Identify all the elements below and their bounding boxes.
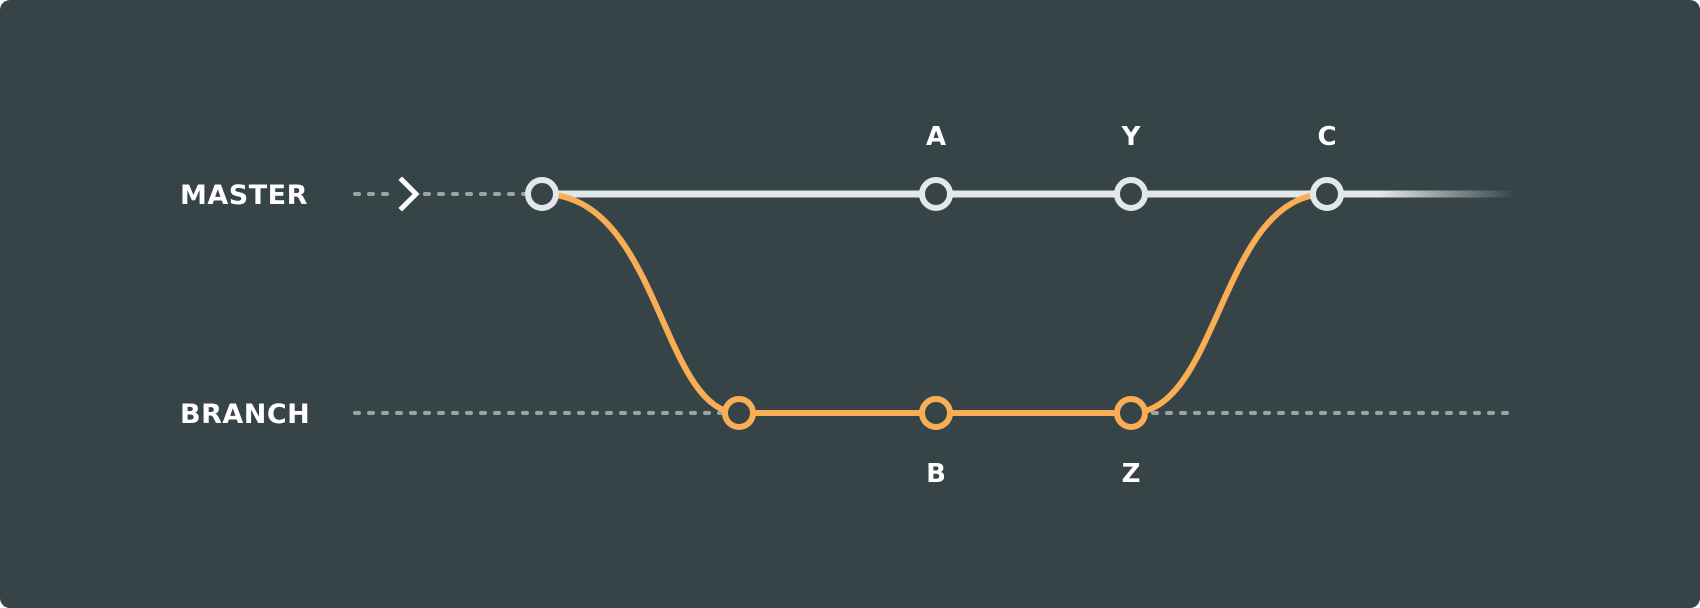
master-lane-label: MASTER bbox=[180, 180, 308, 211]
commit-a-label: A bbox=[926, 122, 946, 152]
commit-a-node bbox=[919, 177, 953, 211]
branch-lane-label: BRANCH bbox=[180, 399, 310, 430]
commit-c-node bbox=[1310, 177, 1344, 211]
master-root-commit-node bbox=[525, 177, 559, 211]
chevron-right-icon bbox=[392, 176, 422, 212]
commit-z-label: Z bbox=[1122, 459, 1141, 489]
commit-y-label: Y bbox=[1121, 122, 1142, 152]
commit-z-node bbox=[1114, 396, 1148, 430]
commit-c-label: C bbox=[1317, 122, 1336, 152]
commit-b-node bbox=[919, 396, 953, 430]
commit-y-node bbox=[1114, 177, 1148, 211]
commit-b-label: B bbox=[926, 459, 946, 489]
branch-in-curve bbox=[1130, 191, 1328, 416]
branch-out-curve bbox=[541, 191, 740, 416]
branch-start-commit-node bbox=[722, 396, 756, 430]
